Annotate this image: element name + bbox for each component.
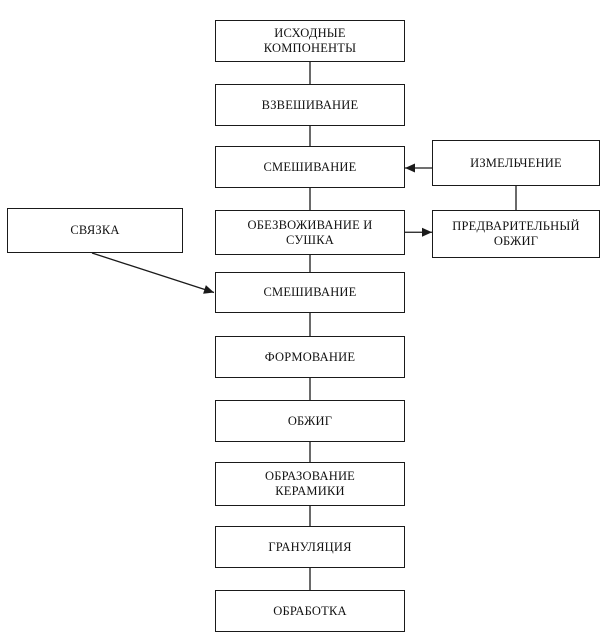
node-source-components: ИСХОДНЫЕ КОМПОНЕНТЫ [215, 20, 405, 62]
node-dewatering-drying: ОБЕЗВОЖИВАНИЕ И СУШКА [215, 210, 405, 255]
node-mixing-second: СМЕШИВАНИЕ [215, 272, 405, 313]
arrowhead-dewater-to-prefiring [422, 227, 432, 237]
node-preliminary-firing: ПРЕДВАРИТЕЛЬНЫЙ ОБЖИГ [432, 210, 600, 258]
node-grinding: ИЗМЕЛЬЧЕНИЕ [432, 140, 600, 186]
node-processing: ОБРАБОТКА [215, 590, 405, 632]
node-binder: СВЯЗКА [7, 208, 183, 253]
node-firing: ОБЖИГ [215, 400, 405, 442]
node-weighing: ВЗВЕШИВАНИЕ [215, 84, 405, 126]
edge-binder-to-mixing2 [91, 252, 215, 294]
node-mixing-first: СМЕШИВАНИЕ [215, 146, 405, 188]
node-forming: ФОРМОВАНИЕ [215, 336, 405, 378]
node-ceramic-formation: ОБРАЗОВАНИЕ КЕРАМИКИ [215, 462, 405, 506]
node-granulation: ГРАНУЛЯЦИЯ [215, 526, 405, 568]
arrowhead-grinding-to-mixing1 [405, 163, 415, 173]
arrowhead-binder-to-mixing2 [203, 285, 214, 294]
